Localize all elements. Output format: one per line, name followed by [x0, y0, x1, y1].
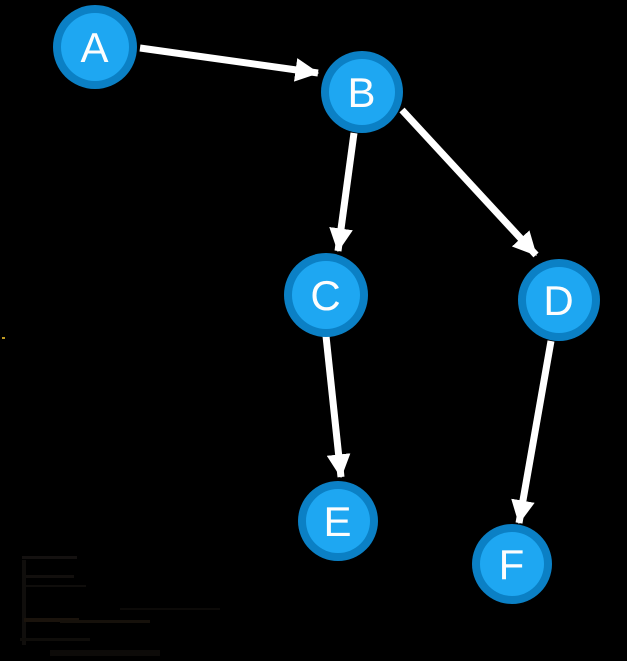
graph-node-D[interactable]: D — [518, 259, 600, 341]
node-body-C — [292, 261, 360, 329]
node-label-A: A — [80, 24, 109, 71]
edge-C-to-E — [322, 335, 351, 479]
graph-nodes: A B C D E F — [53, 5, 600, 604]
graph-node-B[interactable]: B — [321, 51, 403, 133]
graph-node-F[interactable]: F — [472, 524, 552, 604]
edge-B-to-C — [329, 132, 358, 253]
node-label-E: E — [323, 498, 352, 545]
graph-node-C[interactable]: C — [284, 253, 368, 337]
node-body-F — [480, 532, 544, 596]
node-body-A — [61, 13, 129, 81]
node-label-B: B — [347, 69, 376, 116]
graph-edges — [139, 44, 555, 525]
edge-B-to-D — [399, 107, 539, 258]
edge-A-to-B — [139, 44, 320, 82]
node-label-F: F — [499, 541, 526, 588]
graph-node-E[interactable]: E — [298, 481, 378, 561]
edge-D-to-F — [511, 340, 555, 525]
node-label-C: C — [310, 272, 341, 319]
graph-node-A[interactable]: A — [53, 5, 137, 89]
node-body-B — [329, 59, 395, 125]
node-label-D: D — [543, 277, 574, 324]
node-body-D — [526, 267, 592, 333]
node-body-E — [306, 489, 370, 553]
